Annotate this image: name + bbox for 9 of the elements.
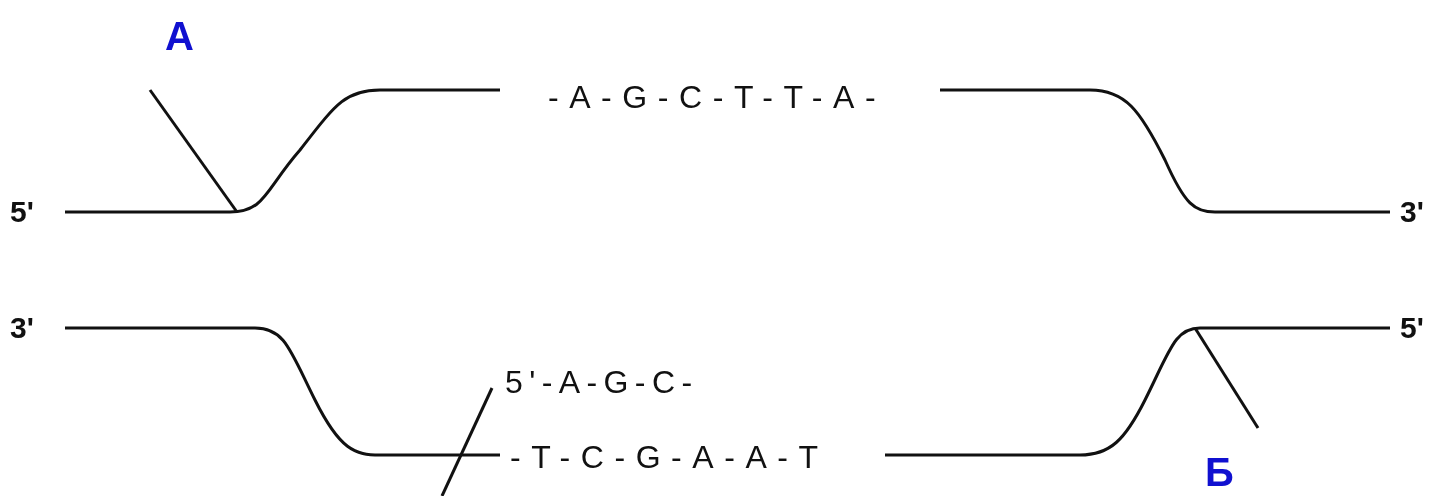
strand-end-label: 5' [1400,313,1424,343]
strand-end-label: 5' [10,197,34,227]
base-sequence: -A-G-C-T-T-A- [548,81,887,113]
strand-end-label: 3' [1400,197,1424,227]
base-sequence: 5'-A-G-C- [505,366,699,398]
panel-letter: Б [1205,452,1234,492]
panel-letter: А [165,16,194,56]
base-sequence: -T-C-G-A-A-T [510,441,829,473]
strand-end-label: 3' [10,313,34,343]
